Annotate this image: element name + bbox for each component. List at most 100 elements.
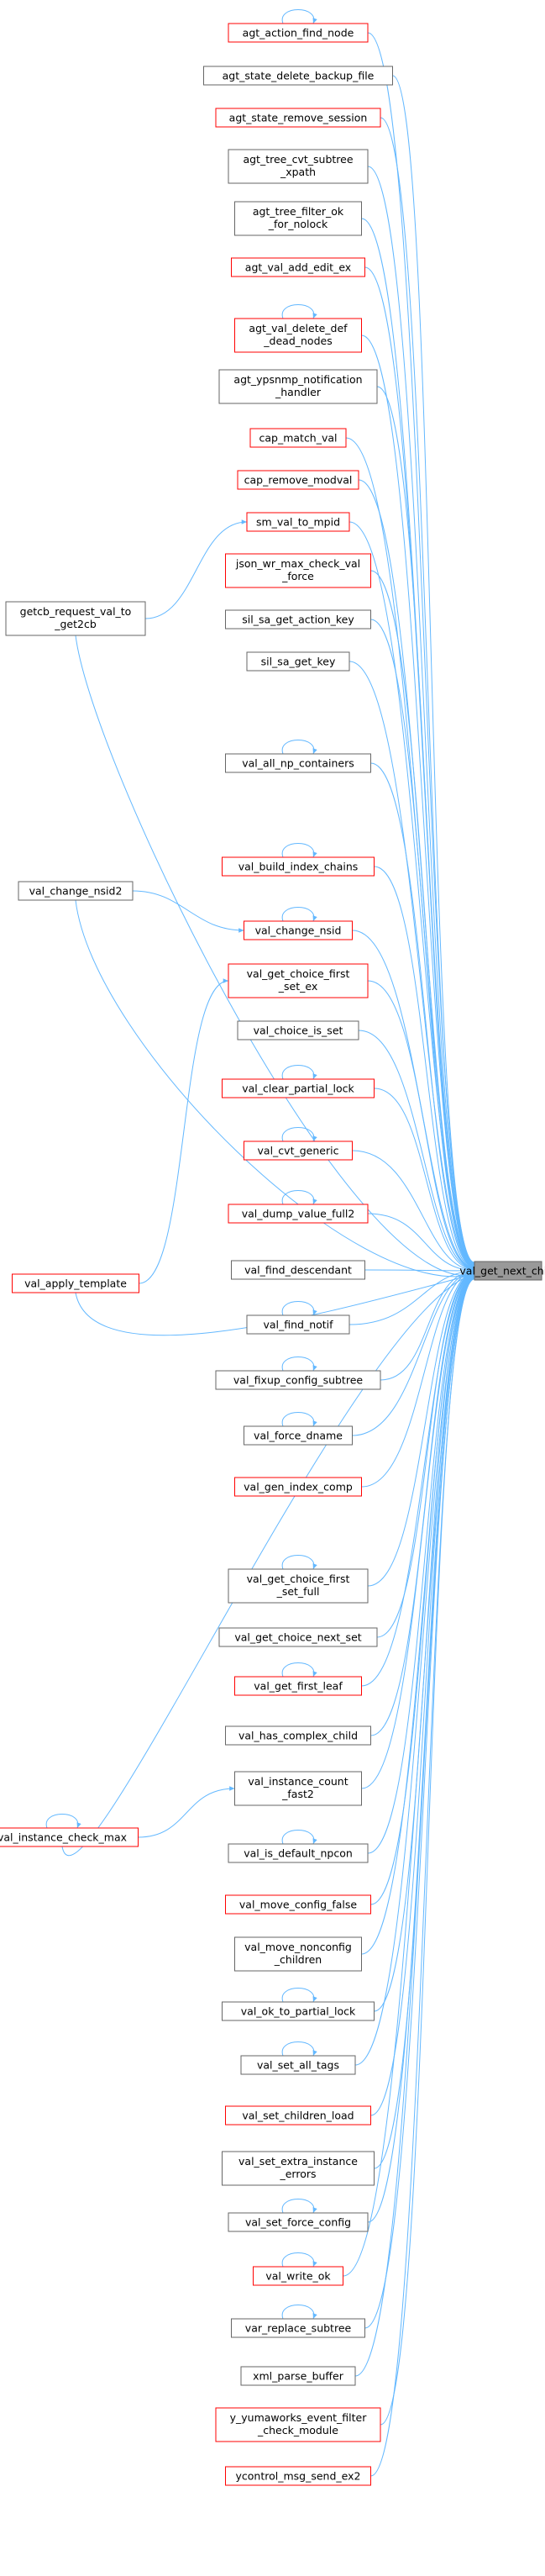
node-n27[interactable]: val_gen_index_comp (234, 1477, 362, 1497)
call-edge (361, 1272, 475, 1789)
node-s4[interactable]: val_instance_check_max (0, 1827, 139, 1847)
call-edge (370, 570, 475, 1269)
node-n28[interactable]: val_get_choice_first_set_full (228, 1568, 369, 1604)
node-n24[interactable]: val_find_notif (246, 1314, 350, 1335)
self-loop-edge (281, 2199, 317, 2214)
node-box (18, 881, 134, 901)
node-n4[interactable]: agt_tree_cvt_subtree_xpath (228, 149, 369, 184)
node-n25[interactable]: val_fixup_config_subtree (215, 1370, 381, 1390)
node-n18[interactable]: val_get_choice_first_set_ex (228, 963, 369, 998)
call-edge (138, 1786, 235, 1838)
node-n1[interactable]: agt_action_find_node (228, 23, 369, 43)
node-label: val_get_choice_first (247, 967, 350, 980)
node-n40[interactable]: val_set_force_config (228, 2212, 369, 2232)
node-label: val_instance_check_max (0, 1831, 127, 1844)
call-edge (352, 1269, 475, 1436)
node-n9[interactable]: cap_match_val (249, 428, 347, 448)
node-s3[interactable]: val_apply_template (12, 1273, 139, 1293)
self-loop-edge (281, 1127, 317, 1142)
call-edge (374, 866, 475, 1271)
node-n39[interactable]: val_set_extra_instance_errors (222, 2151, 375, 2186)
node-s1[interactable]: getcb_request_val_to_get2cb (5, 601, 146, 636)
node-n23[interactable]: val_find_descendant (231, 1260, 365, 1280)
node-label: agt_val_add_edit_ex (245, 261, 351, 274)
node-label: agt_action_find_node (243, 27, 354, 40)
node-n3[interactable]: agt_state_remove_session (215, 108, 381, 128)
call-edge (75, 1272, 475, 1336)
node-n34[interactable]: val_move_config_false (225, 1894, 371, 1915)
node-label: val_get_choice_first (247, 1572, 350, 1585)
node-n2[interactable]: agt_state_delete_backup_file (203, 66, 393, 86)
node-box (225, 2105, 371, 2126)
node-n6[interactable]: agt_val_add_edit_ex (231, 257, 365, 277)
node-n13[interactable]: sil_sa_get_action_key (225, 609, 371, 630)
node-box (246, 1314, 350, 1335)
node-box (222, 1078, 375, 1098)
node-label: val_dump_value_full2 (242, 1208, 355, 1220)
call-edge (75, 635, 475, 1278)
call-edge (370, 762, 475, 1271)
node-n33[interactable]: val_is_default_npcon (228, 1843, 369, 1863)
node-n15[interactable]: val_all_np_containers (225, 753, 371, 773)
node-s2[interactable]: val_change_nsid2 (18, 881, 134, 901)
node-n11[interactable]: sm_val_to_mpid (246, 512, 350, 532)
node-label: val_cvt_generic (258, 1145, 339, 1157)
node-n35[interactable]: val_move_nonconfig_children (234, 1936, 362, 1972)
node-label: val_fixup_config_subtree (233, 1374, 363, 1387)
node-label: val_has_complex_child (238, 1730, 358, 1742)
call-edge (354, 1276, 475, 2377)
call-edge (367, 980, 475, 1272)
node-box (215, 108, 381, 128)
node-label: val_is_default_npcon (244, 1847, 353, 1860)
node-n37[interactable]: val_set_all_tags (240, 2055, 356, 2075)
node-n42[interactable]: var_replace_subtree (231, 2318, 365, 2338)
node-box (234, 201, 362, 236)
node-n31[interactable]: val_has_complex_child (225, 1725, 371, 1746)
node-box (246, 512, 350, 532)
node-box (244, 1425, 353, 1446)
node-n5[interactable]: agt_tree_filter_ok_for_nolock (234, 201, 362, 236)
node-label: val_get_first_leaf (254, 1680, 343, 1693)
node-n44[interactable]: y_yumaworks_event_filter_check_module (215, 2407, 381, 2442)
node-n20[interactable]: val_clear_partial_lock (222, 1078, 375, 1098)
call-edge (364, 266, 475, 1267)
node-box (234, 1477, 362, 1497)
node-box (228, 1843, 369, 1863)
node-n19[interactable]: val_choice_is_set (237, 1020, 359, 1040)
node-box (12, 1273, 139, 1293)
node-n32[interactable]: val_instance_count_fast2 (234, 1771, 362, 1806)
node-n12[interactable]: json_wr_max_check_val_force (225, 553, 371, 588)
node-label: _force (281, 570, 314, 582)
node-n43[interactable]: xml_parse_buffer (240, 2366, 356, 2386)
node-n21[interactable]: val_cvt_generic (244, 1140, 353, 1161)
node-n22[interactable]: val_dump_value_full2 (228, 1204, 369, 1224)
node-box (215, 2407, 381, 2442)
node-label: val_set_force_config (245, 2216, 351, 2229)
node-label: val_set_all_tags (257, 2059, 339, 2072)
node-box (253, 2266, 343, 2286)
node-n16[interactable]: val_build_index_chains (222, 856, 375, 877)
node-n36[interactable]: val_ok_to_partial_lock (222, 2001, 375, 2021)
node-n38[interactable]: val_set_children_load (225, 2105, 371, 2126)
call-edge (370, 1271, 475, 1736)
node-n17[interactable]: val_change_nsid (244, 920, 353, 940)
node-label: _errors (279, 2168, 316, 2180)
node-box (237, 470, 359, 490)
node-n30[interactable]: val_get_first_leaf (234, 1676, 362, 1696)
call-edges (45, 9, 475, 2477)
node-n26[interactable]: val_force_dname (244, 1425, 353, 1446)
node-n8[interactable]: agt_ypsnmp_notification_handler (218, 369, 378, 404)
node-n14[interactable]: sil_sa_get_key (246, 651, 350, 672)
call-edge (361, 1272, 475, 1955)
node-n7[interactable]: agt_val_delete_def_dead_nodes (234, 318, 362, 353)
node-box (234, 1771, 362, 1806)
node-n29[interactable]: val_get_choice_next_set (218, 1627, 378, 1647)
node-n45[interactable]: ycontrol_msg_send_ex2 (225, 2466, 371, 2486)
node-target[interactable]: val_get_next_child (459, 1261, 545, 1281)
node-label: sm_val_to_mpid (256, 516, 340, 529)
target-label: val_get_next_child (459, 1265, 545, 1277)
node-n41[interactable]: val_write_ok (253, 2266, 343, 2286)
node-label: val_move_config_false (239, 1899, 357, 1911)
node-n10[interactable]: cap_remove_modval (237, 470, 359, 490)
node-box (5, 601, 146, 636)
